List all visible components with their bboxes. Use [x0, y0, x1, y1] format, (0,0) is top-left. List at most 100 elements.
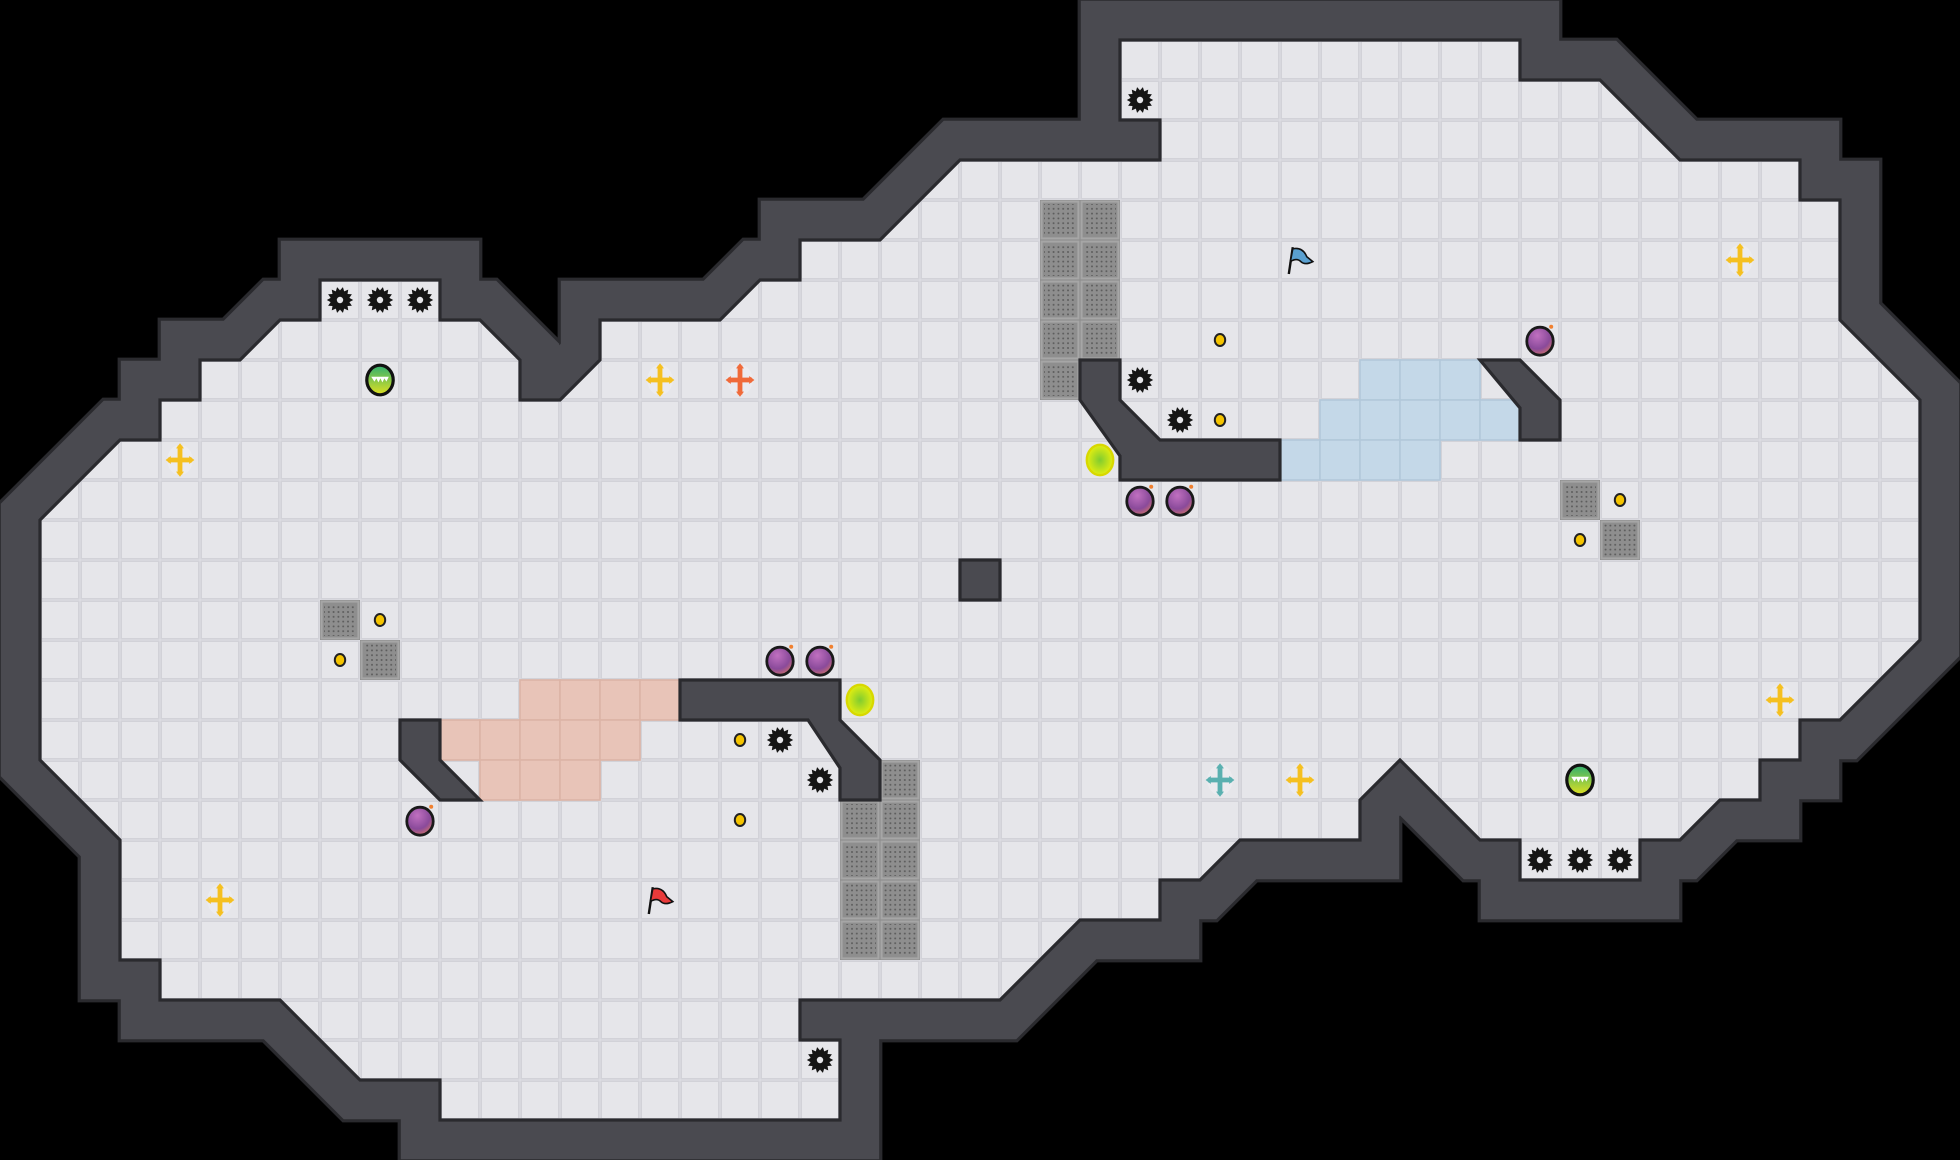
red-zone-tile: [639, 679, 681, 721]
blue-zone-tile: [1399, 359, 1441, 401]
inner-wall: [1078, 358, 1282, 482]
gate-tile: [1080, 240, 1120, 280]
bomb-icon: [405, 804, 435, 837]
bomb-body: [765, 645, 795, 677]
spike-center: [376, 296, 384, 304]
spike-center: [416, 296, 424, 304]
blue-zone-tile: [1359, 359, 1401, 401]
spike-icon: [326, 287, 354, 313]
red-zone-tile: [519, 719, 561, 761]
boost-icon: [645, 363, 675, 397]
gate-mesh: [844, 924, 876, 956]
spike-center: [1616, 856, 1624, 864]
gate-tile: [1040, 240, 1080, 280]
button-icon: [1573, 533, 1587, 548]
gate-mesh: [324, 604, 357, 636]
bomb-icon: [1125, 484, 1155, 517]
gate-mesh: [1564, 484, 1596, 516]
spike-center: [1136, 376, 1144, 384]
boost-cross: [208, 885, 232, 915]
gate-tile: [320, 600, 360, 640]
blue-zone-tile: [1439, 359, 1481, 401]
gate-mesh: [1044, 204, 1076, 236]
blue-zone-tile: [1439, 399, 1481, 441]
gate-mesh: [884, 924, 916, 956]
spike-center: [1536, 856, 1544, 864]
gate-tile: [1600, 520, 1640, 560]
spike-center: [816, 776, 824, 784]
portal-icon: [1085, 443, 1115, 477]
gate-tile: [1560, 480, 1600, 520]
red-zone-tile: [599, 719, 641, 761]
gate-mesh: [1604, 524, 1636, 556]
powerup-body: [1565, 763, 1595, 797]
gate-mesh: [1084, 244, 1116, 276]
bomb-body: [1125, 485, 1155, 517]
gate-tile: [1040, 280, 1080, 320]
gates: [320, 200, 1640, 960]
gate-mesh: [1084, 324, 1116, 357]
gate-tile: [840, 920, 880, 960]
bomb-icon: [1165, 484, 1195, 517]
red-zone-tile: [559, 719, 601, 761]
spike-icon: [1526, 847, 1554, 873]
gate-tile: [1040, 320, 1080, 360]
spike-center: [816, 1056, 824, 1064]
gate-mesh: [844, 844, 876, 876]
blue-zone-tile: [1279, 439, 1321, 481]
gate-tile: [840, 880, 880, 920]
team-zones: [439, 359, 1521, 801]
gate-tile: [840, 840, 880, 880]
boost-icon: [725, 363, 755, 397]
boost-cross: [168, 445, 192, 475]
red-zone-tile: [519, 679, 561, 721]
gate-mesh: [1044, 364, 1076, 397]
gate-mesh: [844, 884, 876, 916]
red-zone-tile: [559, 759, 601, 801]
powerup-body: [365, 363, 395, 397]
gate-mesh: [1084, 284, 1116, 316]
bomb-icon: [1525, 324, 1555, 357]
gate-mesh: [1044, 284, 1076, 316]
boost-cross: [1288, 765, 1312, 795]
bomb-body: [1525, 325, 1555, 357]
gate-tile: [1080, 320, 1120, 360]
inner-walls: [398, 358, 1562, 802]
red-zone-tile: [559, 679, 601, 721]
gate-mesh: [1084, 204, 1116, 236]
portal-icon: [845, 683, 875, 717]
bomb-fuse: [429, 804, 434, 809]
bomb-body: [405, 805, 435, 837]
bomb-fuse: [1189, 484, 1194, 489]
gate-mesh: [884, 804, 916, 836]
boost-cross: [1728, 245, 1752, 275]
inner-wall: [398, 718, 484, 802]
red-zone-tile: [599, 679, 641, 721]
bomb-fuse: [1149, 484, 1154, 489]
gate-mesh: [884, 884, 916, 916]
gate-mesh: [844, 804, 876, 836]
spike-icon: [806, 1047, 834, 1073]
blue-zone-tile: [1319, 439, 1361, 481]
bomb-icon: [765, 644, 795, 677]
button-icon: [333, 653, 347, 668]
red-zone-tile: [439, 719, 481, 761]
flag-cloth: [649, 887, 675, 905]
gate-mesh: [1044, 324, 1076, 357]
gate-tile: [840, 800, 880, 840]
jukejuice-powerup-icon: [365, 363, 395, 397]
bomb-icon: [805, 644, 835, 677]
button-icon: [733, 813, 747, 828]
inner-wall: [678, 678, 882, 802]
spike-center: [1576, 856, 1584, 864]
red-zone-tile: [519, 759, 561, 801]
bomb-fuse: [1549, 324, 1554, 329]
bomb-body: [1165, 485, 1195, 517]
red-flag-icon: [647, 887, 675, 915]
boost-icon: [205, 883, 235, 917]
red-zone-tile: [479, 759, 521, 801]
flag-cloth: [1289, 247, 1315, 265]
spike-center: [776, 736, 784, 744]
spike-center: [336, 296, 344, 304]
